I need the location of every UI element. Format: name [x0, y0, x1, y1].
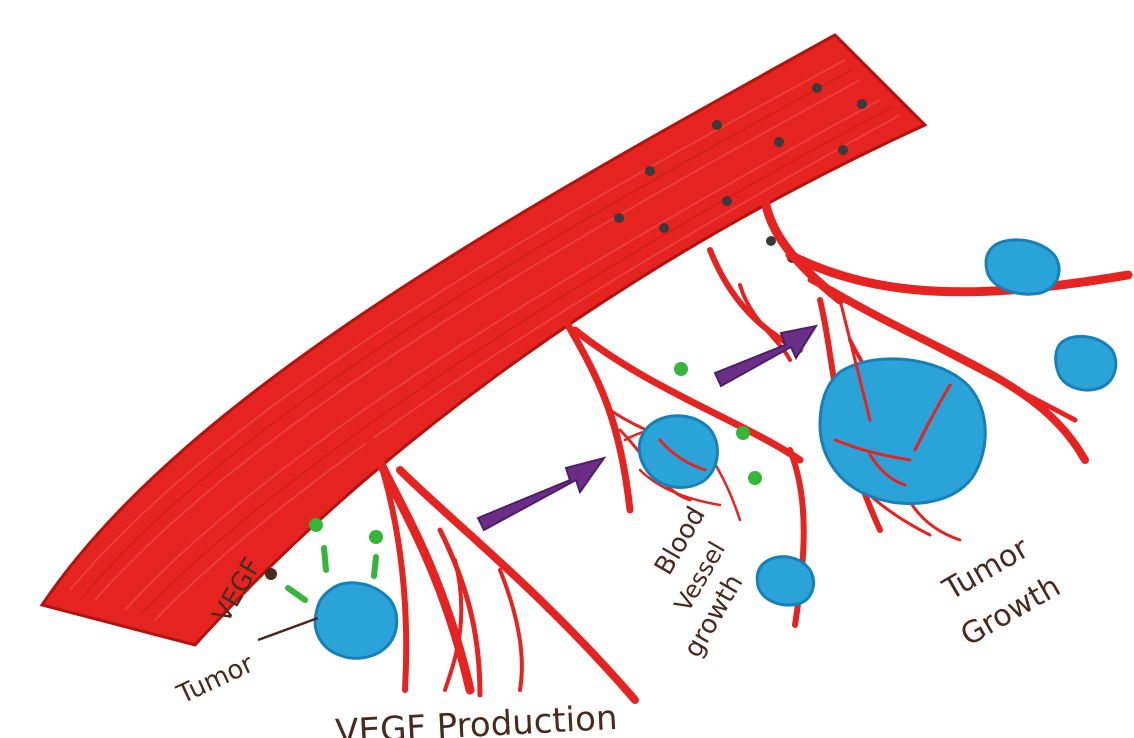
blood-cell — [645, 166, 655, 176]
tumor-pointer-line — [258, 618, 318, 640]
blood-cell — [774, 137, 784, 147]
tumor-small — [315, 583, 397, 658]
blood-cell — [722, 196, 732, 206]
vegf-dot — [309, 518, 323, 532]
vegf-bar — [374, 557, 376, 576]
blood-cell — [614, 213, 624, 223]
blood-cell — [712, 120, 722, 130]
blood-cell — [838, 145, 848, 155]
vegf-dot — [748, 471, 762, 485]
vegf-dot — [674, 362, 688, 376]
tumor-medium — [639, 416, 717, 488]
tumor-satellite — [757, 557, 813, 605]
blood-cell — [857, 99, 867, 109]
vegf-bar — [324, 548, 326, 570]
blood-cell — [659, 223, 669, 233]
branch-vessel-left — [370, 440, 635, 700]
tumor-label: Tumor — [172, 649, 259, 711]
vegf-dot — [369, 530, 383, 544]
vegf-bar — [288, 588, 305, 600]
labels: VEGF Tumor VEGF Production Blood Vessel … — [172, 502, 1067, 738]
tumor-large — [820, 359, 985, 504]
tumor-satellite — [986, 240, 1059, 294]
blood-cell — [812, 83, 822, 93]
tumor-satellite — [1056, 336, 1116, 390]
vegf-dot — [736, 426, 750, 440]
pointer-lines — [258, 618, 318, 640]
arrow-right-2 — [715, 326, 816, 386]
arrow-right-1 — [478, 458, 604, 530]
vegf-marker-dot — [265, 568, 277, 580]
vegf-production-label: VEGF Production — [334, 698, 618, 738]
